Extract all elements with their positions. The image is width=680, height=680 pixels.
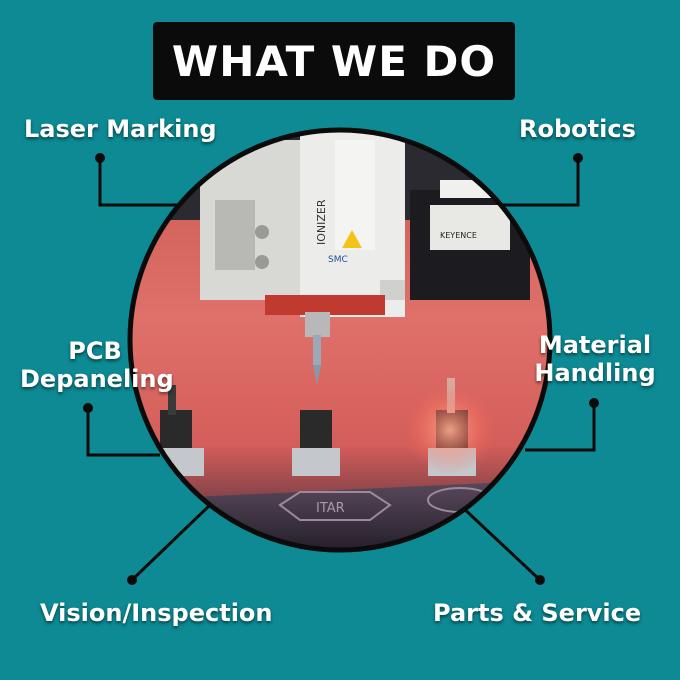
caution-icon <box>342 230 362 248</box>
service-label-vision-inspection: Vision/Inspection <box>40 599 273 627</box>
connector-dots <box>83 153 599 585</box>
material-line-1: Material <box>538 331 652 359</box>
service-label-pcb-depaneling: PCB Depaneling <box>20 337 174 393</box>
service-label-parts-service: Parts & Service <box>433 599 642 627</box>
title-banner: WHAT WE DO <box>153 22 515 100</box>
service-label-laser-marking: Laser Marking <box>24 115 217 143</box>
service-label-robotics: Robotics <box>519 115 636 143</box>
ionizer-text: IONIZER <box>315 199 328 245</box>
connector-parts-service <box>458 503 542 582</box>
keyence-text: KEYENCE <box>440 231 477 240</box>
connector-pcb-depaneling <box>86 408 160 457</box>
connector-vision-inspection <box>130 503 212 582</box>
page-title: WHAT WE DO <box>171 36 497 86</box>
photo-circle-border <box>127 127 553 553</box>
pcb-line-1: PCB <box>68 337 122 365</box>
smc-text: SMC <box>328 255 348 265</box>
connector-material-handling <box>525 403 596 452</box>
pcb-line-2: Depaneling <box>20 364 174 393</box>
machine-photo: IONIZER SMC KEYENCE <box>130 130 550 550</box>
material-line-2: Handling <box>534 358 656 387</box>
board-mark-text: ITAR <box>316 501 345 516</box>
service-label-material-handling: Material Handling <box>530 331 660 387</box>
